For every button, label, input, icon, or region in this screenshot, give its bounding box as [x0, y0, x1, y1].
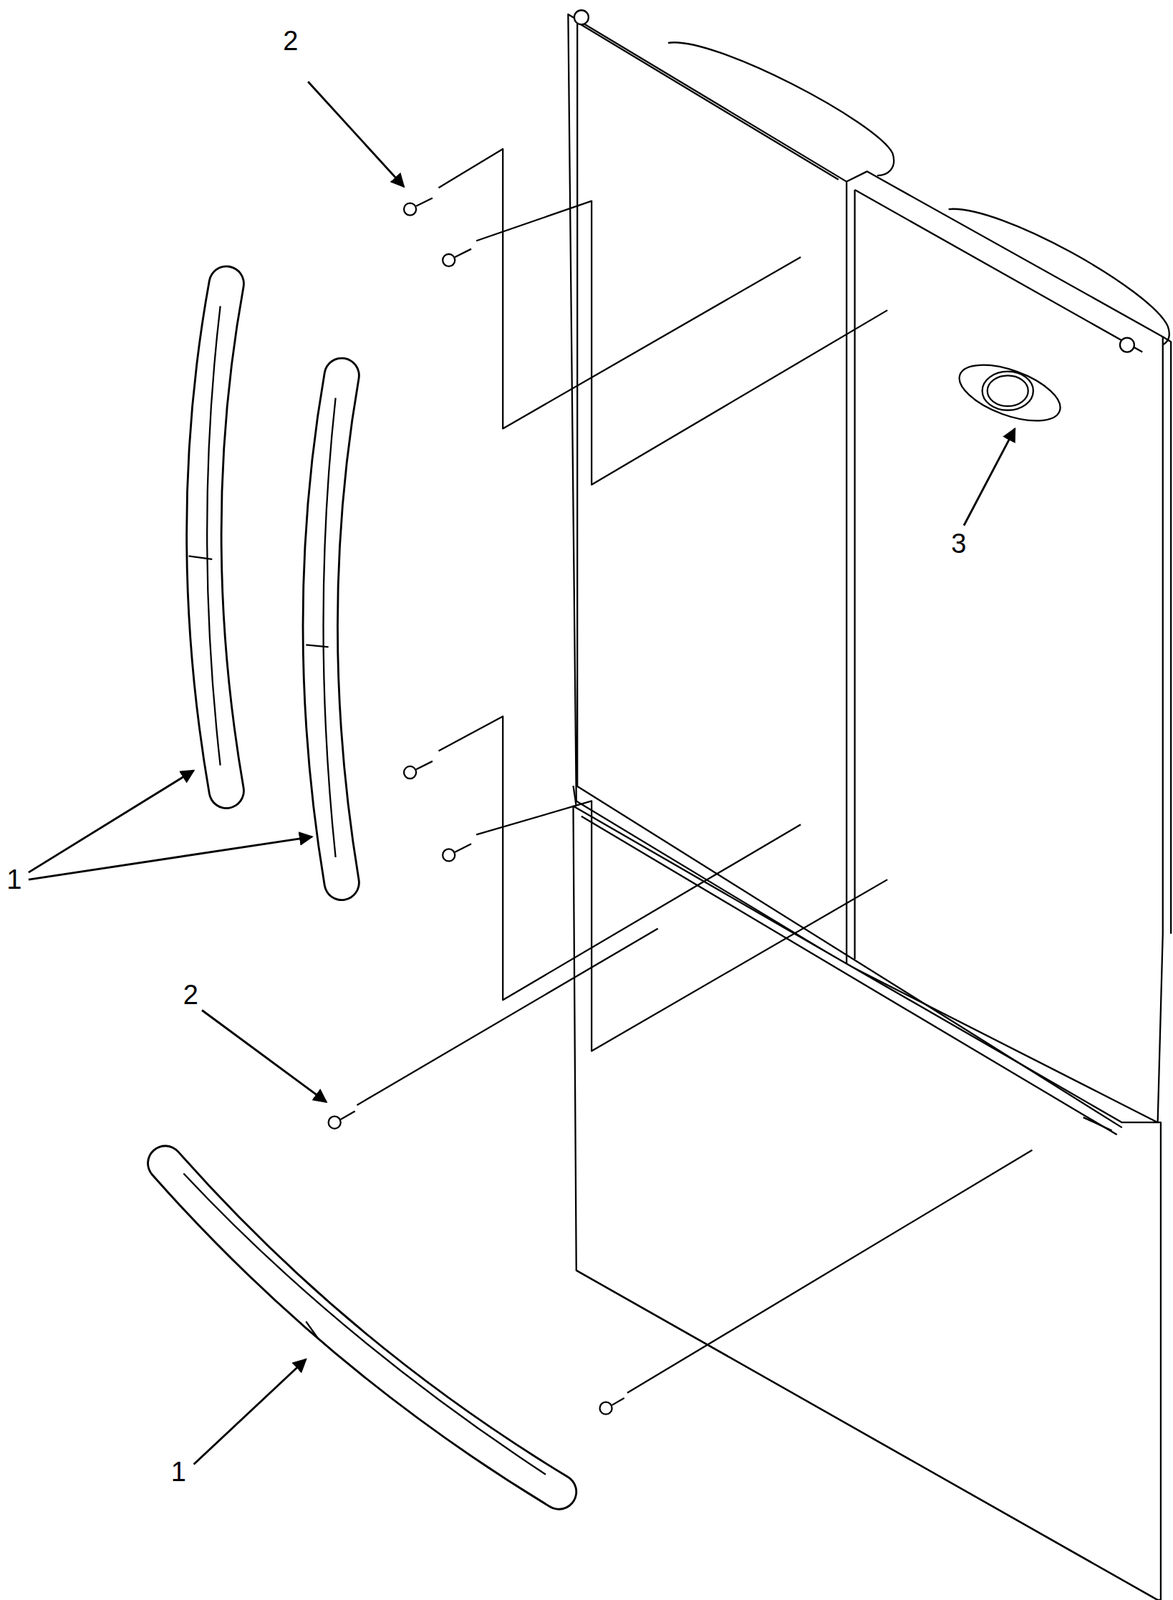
- callout-number: 1: [6, 865, 22, 893]
- callout-number: 2: [282, 27, 298, 55]
- callout-number: 1: [171, 1458, 187, 1486]
- callout-number: 2: [183, 981, 199, 1009]
- callout-number: 3: [951, 529, 967, 558]
